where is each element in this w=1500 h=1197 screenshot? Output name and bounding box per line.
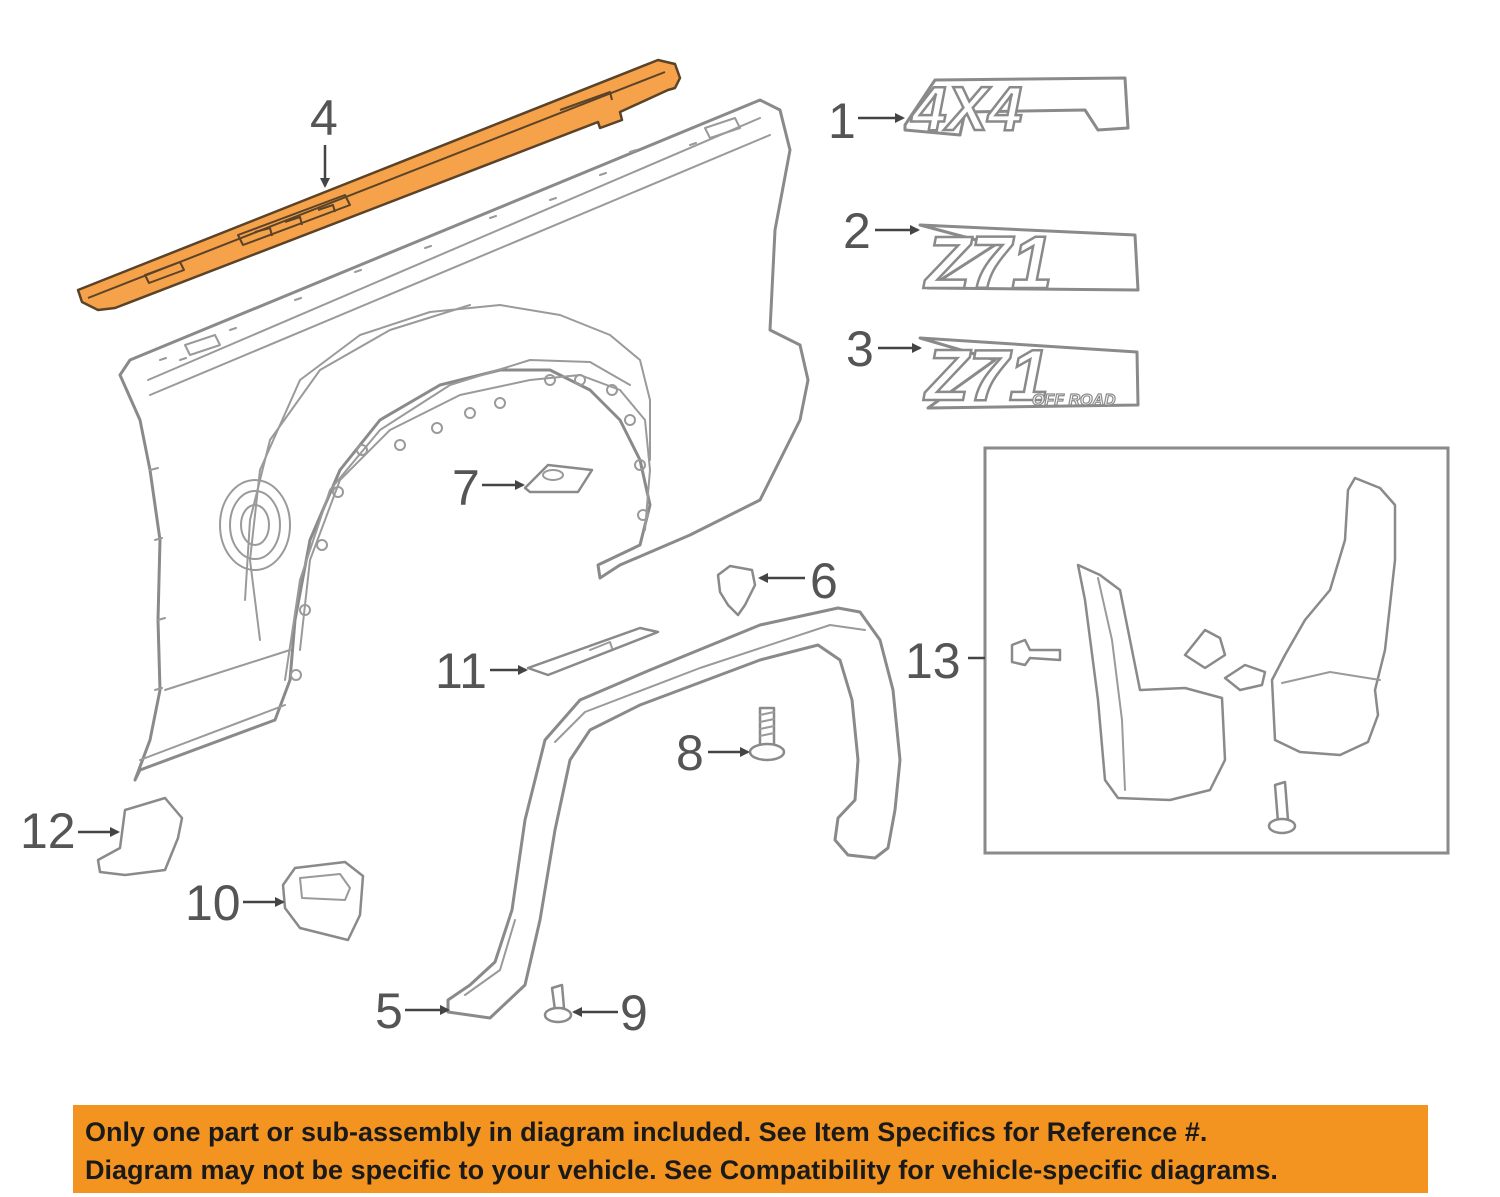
badge-z71-offroad-text: Z71 xyxy=(923,336,1049,416)
badge-z71-offroad-part-3: Z71 OFF ROAD xyxy=(918,335,1140,417)
callout-2: 2 xyxy=(843,203,871,259)
flange-holes xyxy=(290,374,649,681)
callout-6: 6 xyxy=(810,553,838,609)
badge-z71-part-2: Z71 xyxy=(918,220,1140,305)
callout-13: 13 xyxy=(905,633,961,689)
callout-7: 7 xyxy=(452,460,480,516)
callout-9: 9 xyxy=(620,985,648,1041)
screw-part-9 xyxy=(543,983,573,1024)
wheel-flare-part-5 xyxy=(446,606,902,1020)
mud-flap-kit-part-13 xyxy=(1010,476,1397,835)
bracket-part-12 xyxy=(96,796,184,877)
mud-flap-kit-box xyxy=(983,446,1450,855)
end-cap-part-10 xyxy=(281,860,365,942)
disclaimer-banner: Only one part or sub-assembly in diagram… xyxy=(73,1105,1428,1193)
disclaimer-line-2: Diagram may not be specific to your vehi… xyxy=(85,1155,1278,1185)
callout-8: 8 xyxy=(676,725,704,781)
callout-10: 10 xyxy=(185,875,241,931)
badge-offroad-subtext: OFF ROAD xyxy=(1032,392,1116,409)
callout-5: 5 xyxy=(375,983,403,1039)
callout-4: 4 xyxy=(310,90,338,146)
trim-plate-part-11 xyxy=(526,626,660,677)
end-cap-part-6 xyxy=(716,564,757,617)
fuel-door xyxy=(219,479,291,571)
badge-4x4-part-1: 4X4 xyxy=(903,74,1130,145)
callout-3: 3 xyxy=(846,321,874,377)
disclaimer-line-1: Only one part or sub-assembly in diagram… xyxy=(85,1117,1208,1147)
callouts: 1 2 3 4 5 6 7 8 9 10 11 12 13 xyxy=(20,90,985,1041)
bed-rail-cap-part-4 xyxy=(76,58,682,312)
top-rail-slots xyxy=(159,117,741,361)
callout-11: 11 xyxy=(435,643,487,699)
bed-side-panel xyxy=(118,98,810,782)
bolt-part-8 xyxy=(748,706,786,762)
badge-4x4-text: 4X4 xyxy=(910,75,1022,144)
callout-12: 12 xyxy=(20,803,76,859)
callout-1: 1 xyxy=(828,93,856,149)
clip-nut-part-7 xyxy=(523,463,594,494)
badge-z71-text: Z71 xyxy=(923,221,1053,304)
